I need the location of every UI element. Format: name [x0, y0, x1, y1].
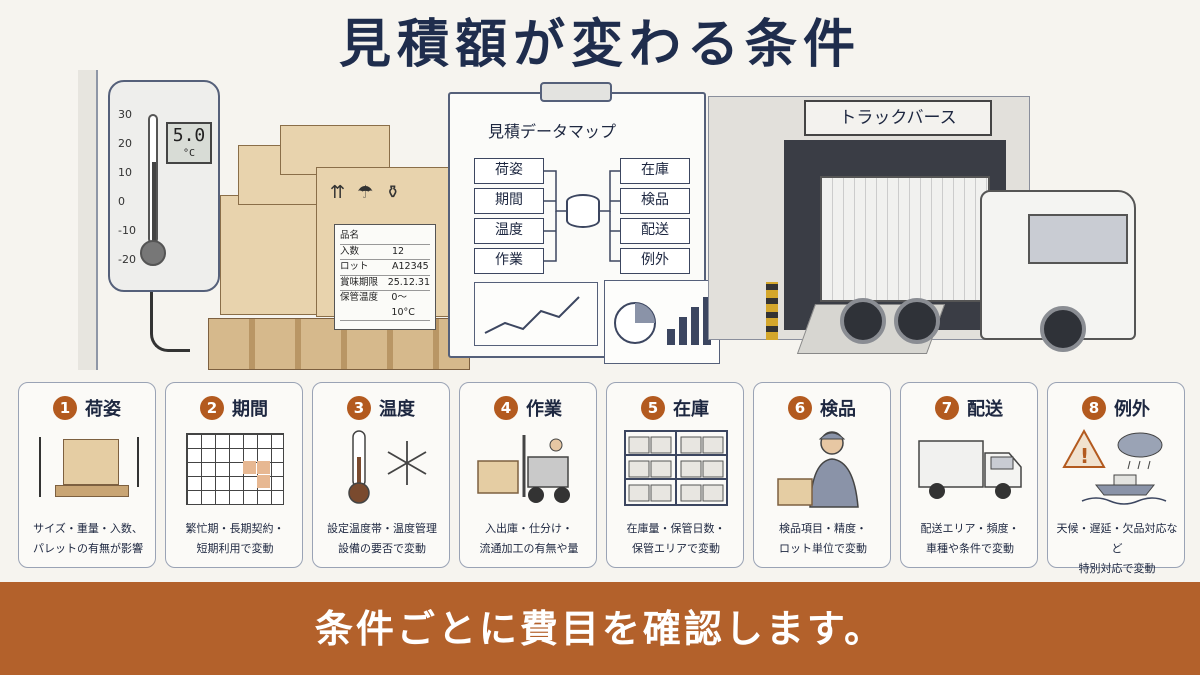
label-key: 保管温度 — [340, 292, 379, 303]
scale-label: 0 — [118, 195, 125, 208]
inspector-icon — [768, 427, 878, 509]
pie-bar-chart-icon — [604, 280, 720, 364]
package-label: 品名 入数 12 ロット A12345 賞味期限 25.12.31 保管温度 0〜10°… — [334, 224, 436, 330]
condition-card-operations: 4 作業 入出庫・仕分け・流通加工の有無や量 — [459, 382, 597, 568]
condition-card-delivery: 7 配送 配送エリア・頻度・車種や条件で変動 — [900, 382, 1038, 568]
card-description: 天候・遅延・欠品対応など特別対応で変動 — [1056, 522, 1178, 575]
truck-cargo-box — [820, 176, 990, 302]
card-title: 期間 — [232, 399, 268, 420]
card-number: 5 — [641, 396, 665, 420]
card-number: 3 — [347, 396, 371, 420]
card-title: 荷姿 — [85, 399, 121, 420]
temperature-value: 5.0 — [172, 125, 206, 146]
fragile-icon: ⚱ — [385, 182, 401, 203]
card-description: 検品項目・精度・ロット単位で変動 — [779, 522, 867, 555]
map-node-left: 期間 — [474, 188, 544, 214]
condition-card-exceptions: 8 例外 ! 天候・遅延・欠品対応など特別対応で変動 — [1047, 382, 1185, 575]
truck-wheel — [894, 298, 940, 344]
cable — [150, 292, 190, 352]
map-node-right: 検品 — [620, 188, 690, 214]
card-description: 入出庫・仕分け・流通加工の有無や量 — [479, 522, 579, 555]
label-value: A12345 — [392, 261, 429, 272]
footer-band: 条件ごとに費目を確認します。 — [0, 582, 1200, 675]
card-description: 在庫量・保管日数・保管エリアで変動 — [626, 522, 726, 555]
handling-marks: ⇈ ☂ ⚱ — [330, 182, 430, 212]
card-number: 4 — [494, 396, 518, 420]
this-side-up-icon: ⇈ — [330, 182, 346, 203]
label-key: 入数 — [340, 245, 360, 257]
thermometer-icon — [327, 427, 437, 509]
page-title: 見積額が変わる条件 — [338, 14, 861, 75]
condition-card-temperature: 3 温度 設定温度帯・温度管理設備の要否で変動 — [312, 382, 450, 568]
label-key: ロット — [340, 261, 369, 272]
scale-label: 10 — [118, 166, 132, 179]
clipboard-clip — [540, 82, 612, 102]
card-number: 2 — [200, 396, 224, 420]
snowflake-icon — [387, 441, 427, 485]
condition-card-period: 2 期間 繁忙期・長期契約・短期利用で変動 — [165, 382, 303, 568]
data-map-title: 見積データマップ — [488, 122, 617, 141]
warning-icon: ! — [1062, 427, 1172, 509]
umbrella-icon: ☂ — [357, 182, 374, 203]
card-description: サイズ・重量・入数、パレットの有無が影響 — [33, 522, 143, 555]
map-node-left: 作業 — [474, 248, 544, 274]
shelf-icon — [621, 427, 731, 509]
ship-icon — [1081, 474, 1167, 505]
svg-text:!: ! — [1080, 444, 1089, 468]
card-title: 検品 — [820, 399, 856, 420]
map-node-right: 例外 — [620, 248, 690, 274]
scale-label: -10 — [118, 224, 136, 237]
illustration-scene: 30 20 10 0 -10 -20 5.0 °C ⇈ ☂ ⚱ 品名 入数 12 … — [0, 70, 1200, 380]
card-number: 8 — [1082, 396, 1106, 420]
temperature-unit: °C — [182, 148, 196, 159]
bollard — [766, 282, 778, 340]
wall — [78, 70, 98, 370]
card-description: 繁忙期・長期契約・短期利用で変動 — [185, 522, 285, 555]
label-value: 12 — [392, 245, 405, 257]
rain-cloud-icon — [1117, 432, 1163, 470]
condition-card-inspection: 6 検品 検品項目・精度・ロット単位で変動 — [753, 382, 891, 568]
box-pallet-icon — [33, 427, 143, 509]
card-number: 6 — [788, 396, 812, 420]
footer-message: 条件ごとに費目を確認します。 — [314, 606, 886, 651]
line-chart-icon — [474, 282, 598, 346]
card-number: 7 — [935, 396, 959, 420]
card-title: 温度 — [379, 399, 415, 420]
truck-wheel — [1040, 306, 1086, 352]
database-icon — [566, 194, 600, 228]
truck-berth-sign: トラックバース — [804, 100, 992, 136]
card-title: 作業 — [526, 399, 562, 420]
condition-card-packaging: 1 荷姿 サイズ・重量・入数、パレットの有無が影響 — [18, 382, 156, 568]
map-node-right: 在庫 — [620, 158, 690, 184]
label-key: 品名 — [340, 230, 360, 241]
label-value: 25.12.31 — [387, 276, 430, 288]
data-map-connectors — [544, 170, 620, 262]
card-description: 設定温度帯・温度管理設備の要否で変動 — [327, 522, 437, 555]
truck-icon — [915, 427, 1025, 509]
card-description: 配送エリア・頻度・車種や条件で変動 — [920, 522, 1020, 555]
condition-cards: 1 荷姿 サイズ・重量・入数、パレットの有無が影響 2 期間 繁忙期・長期契約・短期… — [18, 382, 1185, 575]
temperature-display: 5.0 °C — [166, 122, 212, 164]
scale-label: 30 — [118, 108, 132, 121]
card-title: 配送 — [967, 399, 1003, 420]
forklift-icon — [474, 427, 584, 509]
card-title: 在庫 — [673, 399, 709, 420]
map-node-right: 配送 — [620, 218, 690, 244]
condition-card-inventory: 5 在庫 在庫量・保管日数・保管エリアで変動 — [606, 382, 744, 568]
map-node-left: 荷姿 — [474, 158, 544, 184]
thermometer-panel: 30 20 10 0 -10 -20 5.0 °C — [108, 80, 220, 292]
map-node-left: 温度 — [474, 218, 544, 244]
scale-label: 20 — [118, 137, 132, 150]
label-value: 0〜10°C — [391, 292, 415, 318]
scale-label: -20 — [118, 253, 136, 266]
card-number: 1 — [53, 396, 77, 420]
calendar-icon — [180, 427, 290, 509]
card-title: 例外 — [1114, 399, 1150, 420]
truck-wheel — [840, 298, 886, 344]
thermometer-bulb — [140, 240, 166, 266]
label-key: 賞味期限 — [340, 276, 379, 288]
truck-windshield — [1028, 214, 1128, 264]
thermometer-scale: 30 20 10 0 -10 -20 — [118, 108, 148, 268]
